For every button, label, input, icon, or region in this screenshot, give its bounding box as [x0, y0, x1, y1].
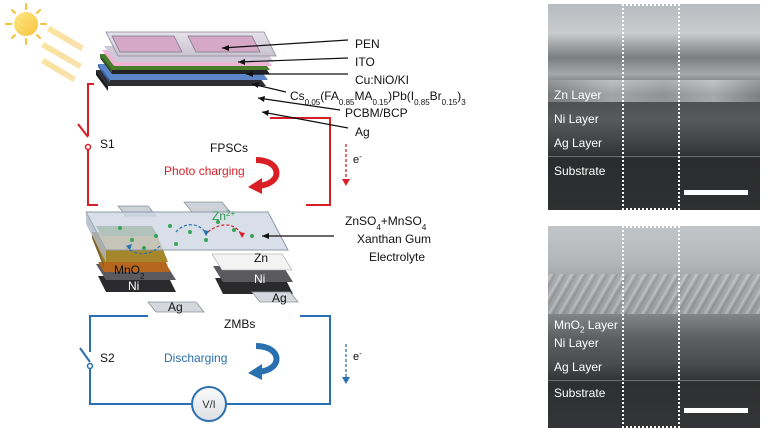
sem-image-bottom: MnO2 Layer Ni Layer Ag Layer Substrate: [548, 226, 760, 428]
mno2-label: MnO2: [114, 263, 145, 281]
roi-box-bottom: [622, 226, 680, 428]
scale-bar-bottom: [684, 408, 748, 413]
sem-bottom-label-ni: Ni Layer: [554, 336, 599, 350]
sunlight-rays-icon: [41, 26, 84, 82]
pv-layer-nio: Cu:NiO/KI: [355, 73, 409, 87]
electrolyte-line3: Electrolyte: [369, 250, 425, 264]
ion-flow-arrowheads: [126, 230, 209, 250]
ion-particles: [118, 220, 254, 250]
pv-layer-ito: ITO: [355, 55, 375, 69]
photo-charging-cycle-icon: [248, 157, 280, 194]
fpscs-label: FPSCs: [210, 141, 248, 155]
solar-cell-stack: [96, 31, 277, 91]
sem-image-top: Zn Layer Ni Layer Ag Layer Substrate: [548, 4, 760, 210]
zn-layer-band: [548, 80, 760, 102]
zmbs-label: ZMBs: [224, 317, 255, 331]
ni-label-left: Ni: [128, 279, 139, 293]
electron-label-charging: e-: [353, 152, 362, 167]
zn-electrode-label: Zn: [254, 251, 268, 265]
pv-layer-pen: PEN: [355, 37, 380, 51]
pv-leader-arrowheads: [222, 45, 269, 116]
switch-s1: [77, 123, 92, 151]
sem-top-label-ni: Ni Layer: [554, 112, 599, 126]
pv-leader-lines: [221, 39, 349, 129]
electrolyte-line2: Xanthan Gum: [357, 232, 431, 246]
switch-s2-label: S2: [100, 351, 115, 365]
substrate-boundary-bottom: [548, 380, 760, 381]
sem-bottom-label-mno2: MnO2 Layer: [554, 318, 618, 335]
electrolyte-formula: ZnSO4+MnSO4: [345, 214, 427, 232]
mno2-layer-band: [548, 274, 760, 314]
discharging-cycle-icon: [248, 343, 280, 380]
zn-ion-label: Zn2+: [212, 209, 235, 224]
sun-icon: [5, 3, 47, 45]
charging-circuit: [87, 83, 331, 206]
ni-label-right: Ni: [254, 272, 265, 286]
pv-layer-ag: Ag: [355, 125, 370, 139]
sem-bottom-label-substrate: Substrate: [554, 386, 606, 400]
meter-label: V/I: [202, 399, 215, 411]
pv-layer-pcbm: PCBM/BCP: [345, 106, 408, 120]
sem-bottom-label-ag: Ag Layer: [554, 360, 603, 374]
switch-s2: [79, 347, 94, 370]
roi-box-top: [622, 4, 680, 210]
scale-bar-top: [684, 190, 748, 195]
switch-s1-label: S1: [100, 137, 115, 151]
discharging-circuit: [89, 315, 331, 405]
sem-top-label-zn: Zn Layer: [554, 88, 602, 102]
sem-top-label-substrate: Substrate: [554, 164, 606, 178]
substrate-boundary: [548, 156, 760, 157]
electron-label-discharging: e-: [353, 349, 362, 364]
photo-charging-label: Photo charging: [164, 164, 245, 178]
ag-label-right: Ag: [272, 291, 287, 305]
meter-icon: V/I: [191, 386, 227, 422]
pv-layer-perovskite: Cs0.05(FA0.85MA0.15)Pb(I0.85Br0.15)3: [290, 89, 466, 107]
discharging-label: Discharging: [164, 351, 227, 365]
ag-label-left: Ag: [168, 300, 183, 314]
sem-top-label-ag: Ag Layer: [554, 136, 603, 150]
